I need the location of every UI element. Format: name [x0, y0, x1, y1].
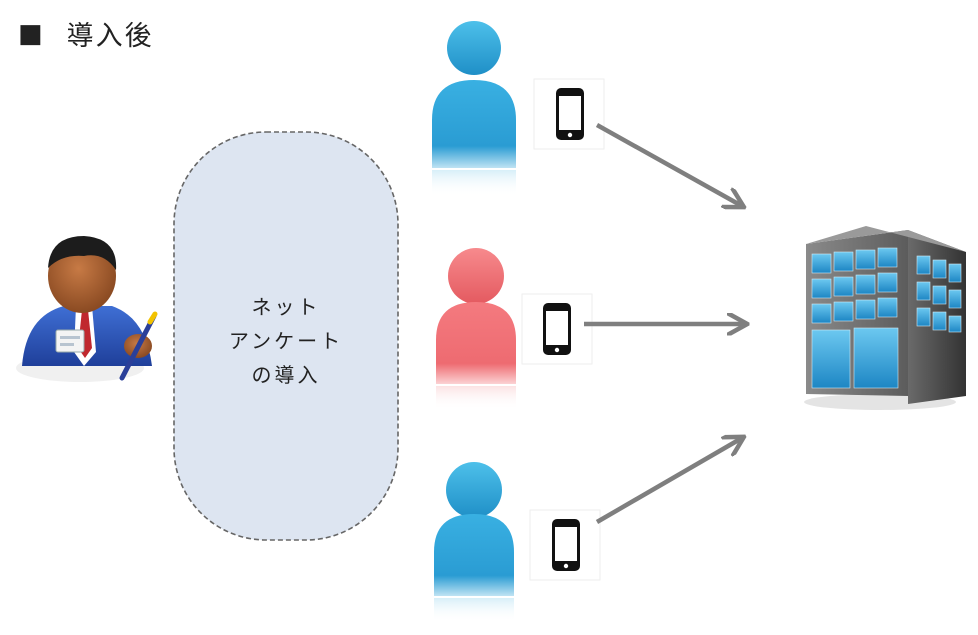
heading-bullet: ■ — [18, 18, 45, 49]
bubble-line-3: の導入 — [251, 363, 321, 387]
respondent-person-icon — [436, 248, 516, 410]
arrow-icon — [595, 438, 742, 524]
respondent-person-icon — [432, 21, 516, 196]
page-heading: ■ 導入後 — [18, 14, 154, 53]
office-building-icon — [804, 226, 966, 410]
survey-bubble — [173, 131, 399, 541]
respondent-person-icon — [434, 462, 514, 622]
bubble-line-2: アンケート — [228, 329, 344, 353]
office-worker-with-pen-icon — [16, 236, 158, 382]
arrow-icon — [595, 123, 742, 206]
smartphone-icon — [533, 78, 605, 150]
bubble-line-1: ネット — [251, 295, 321, 319]
smartphone-icon — [521, 293, 593, 365]
bubble-label: ネット アンケート の導入 — [175, 290, 397, 392]
smartphone-icon — [529, 509, 601, 581]
heading-title: 導入後 — [66, 21, 154, 52]
